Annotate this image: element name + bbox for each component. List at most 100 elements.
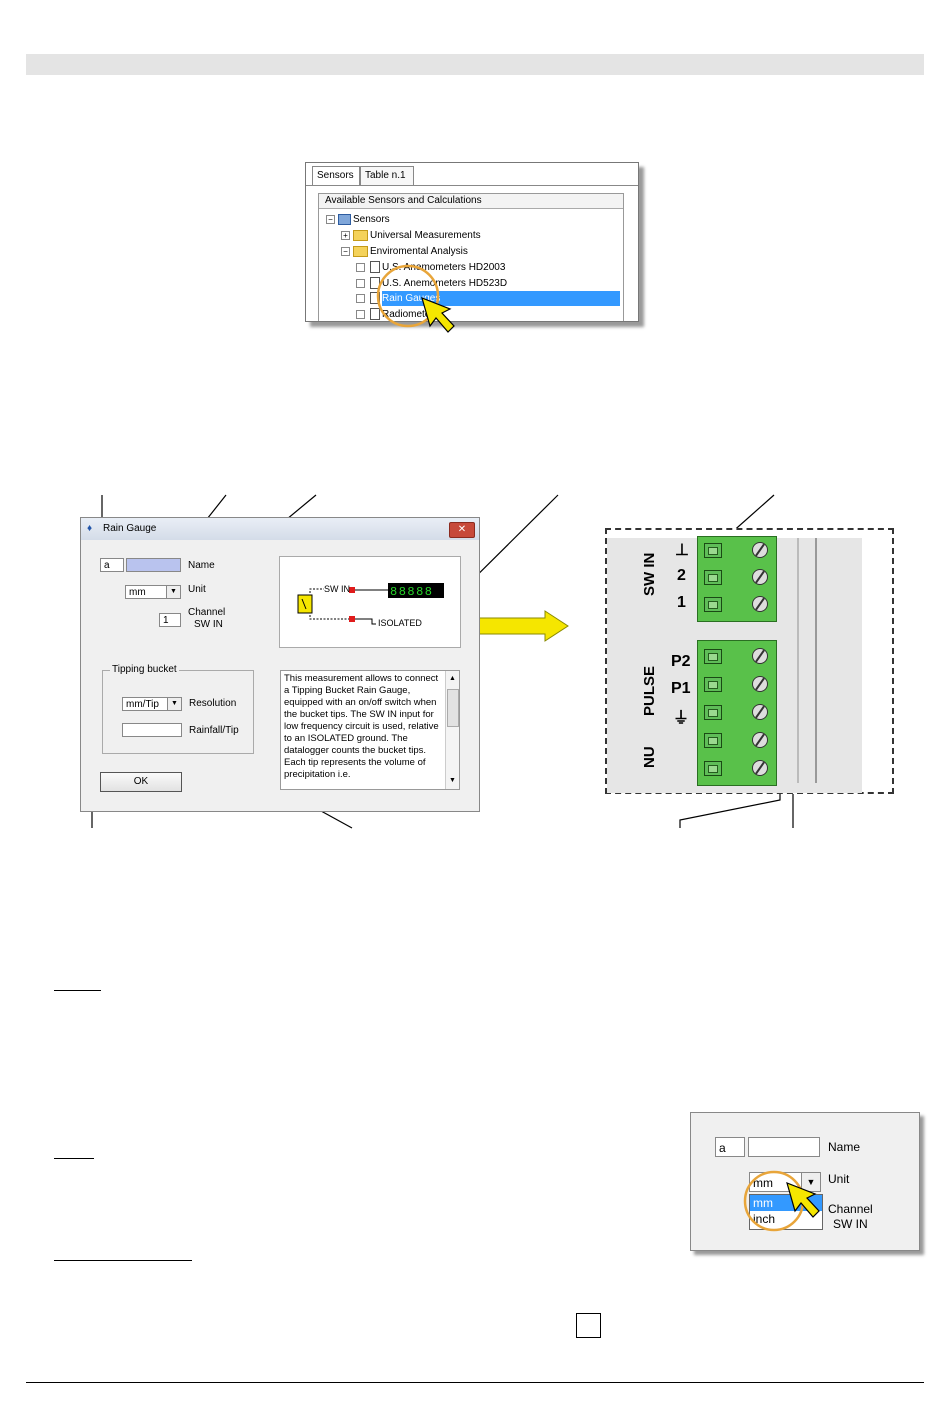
sensors-root-icon xyxy=(338,213,351,225)
expand-icon[interactable]: + xyxy=(341,230,350,240)
scroll-thumb[interactable] xyxy=(447,689,459,727)
resolution-label: Resolution xyxy=(189,698,237,709)
collapse-icon[interactable]: − xyxy=(341,246,350,256)
screw-icon xyxy=(752,760,768,776)
name-prefix-field[interactable]: a xyxy=(100,558,124,572)
raindrop-icon: ♦ xyxy=(87,523,93,534)
tipping-bucket-group: Tipping bucket mm/Tip ▼ Resolution Rainf… xyxy=(102,664,254,754)
rain-gauge-dialog: ♦ Rain Gauge ✕ a Name mm ▼ Unit 1 Channe… xyxy=(80,517,480,812)
chevron-down-icon[interactable]: ▼ xyxy=(166,586,180,598)
tree-item-radiometers[interactable]: Radiometers xyxy=(356,307,439,321)
description-textarea[interactable]: This measurement allows to connect a Tip… xyxy=(280,670,460,790)
tree-item-anemometers-hd2003[interactable]: U.S. Anemometers HD2003 xyxy=(356,260,505,275)
isolated-text: ISOLATED xyxy=(378,618,422,628)
terminal-2-label: 2 xyxy=(677,567,686,584)
terminal-1-label: 1 xyxy=(677,594,686,611)
pulse-ground-label: ⏚ xyxy=(673,710,690,727)
tree-item-rain-gauges[interactable]: Rain Gauges xyxy=(356,291,621,306)
channel-label-line2: SW IN xyxy=(833,1217,868,1231)
description-scrollbar[interactable]: ▲ ▼ xyxy=(445,671,459,789)
tree-item-universal-measurements[interactable]: + Universal Measurements xyxy=(341,228,481,243)
rainfall-per-tip-input[interactable] xyxy=(122,723,182,737)
channel-field[interactable]: 1 xyxy=(159,613,181,627)
unit-select[interactable]: mm ▼ xyxy=(749,1172,821,1192)
tree-item-label: Rain Gauges xyxy=(382,291,620,306)
channel-label-line2: SW IN xyxy=(194,619,223,630)
dialog-titlebar: ♦ Rain Gauge ✕ xyxy=(81,518,479,540)
terminal-2[interactable] xyxy=(704,570,722,585)
terminal-pulse-ground[interactable] xyxy=(704,705,722,720)
pointer-cursor-icon xyxy=(786,1181,820,1218)
resolution-select[interactable]: mm/Tip ▼ xyxy=(122,697,182,711)
option-inch[interactable]: inch xyxy=(753,1212,776,1226)
name-label: Name xyxy=(188,560,215,571)
channel-label-line1: Channel xyxy=(188,607,226,618)
unit-select-value: mm xyxy=(129,587,146,598)
scroll-down-icon[interactable]: ▼ xyxy=(449,777,456,784)
board-divider xyxy=(797,538,799,783)
terminal-nu-1[interactable] xyxy=(704,733,722,748)
unit-dropdown-screenshot: a Name mm ▼ Unit mm inch Channel SW IN xyxy=(690,1112,920,1251)
folder-icon xyxy=(353,245,368,257)
terminal-1[interactable] xyxy=(704,597,722,612)
section-heading-rule xyxy=(54,1260,192,1261)
document-icon xyxy=(370,292,380,305)
terminal-board: SW IN PULSE NU ⊥ 2 1 P2 P1 ⏚ xyxy=(605,528,894,794)
unit-select[interactable]: mm ▼ xyxy=(125,585,181,599)
document-icon xyxy=(370,261,380,274)
terminal-ground[interactable] xyxy=(704,543,722,558)
note-box xyxy=(576,1313,601,1338)
rainfall-per-tip-label: Rainfall/Tip xyxy=(189,725,239,736)
sw-in-node xyxy=(349,587,355,593)
unit-label: Unit xyxy=(828,1172,850,1186)
highlight-overlay xyxy=(743,1170,820,1232)
checkbox[interactable] xyxy=(356,309,365,319)
chevron-down-icon[interactable]: ▼ xyxy=(167,698,181,710)
dialog-title: Rain Gauge xyxy=(103,523,157,534)
sw-in-label: SW IN xyxy=(641,552,658,596)
resolution-select-value: mm/Tip xyxy=(126,699,159,710)
tree-item-sensors[interactable]: −Sensors xyxy=(326,212,390,227)
screw-icon xyxy=(752,542,768,558)
page-footer-rule xyxy=(26,1382,924,1383)
sensor-tree-screenshot: Sensors Table n.1 Available Sensors and … xyxy=(305,162,639,322)
group-title: Available Sensors and Calculations xyxy=(319,194,623,209)
tree-item-enviromental-analysis[interactable]: −Enviromental Analysis xyxy=(341,244,468,259)
ground-terminal-label: ⊥ xyxy=(675,542,689,559)
scroll-up-icon[interactable]: ▲ xyxy=(449,675,456,682)
terminal-p1[interactable] xyxy=(704,677,722,692)
nu-label: NU xyxy=(641,746,658,768)
tree-item-label: Universal Measurements xyxy=(370,230,481,241)
folder-icon xyxy=(353,229,368,241)
tab-sensors[interactable]: Sensors xyxy=(312,166,360,186)
tipping-bucket-title: Tipping bucket xyxy=(110,664,179,675)
description-text: This measurement allows to connect a Tip… xyxy=(284,673,439,780)
tree-item-anemometers-hd523d[interactable]: U.S. Anemometers HD523D xyxy=(356,276,507,291)
highlight-overlay xyxy=(376,264,455,333)
tab-divider xyxy=(306,185,638,186)
name-input[interactable] xyxy=(748,1137,820,1157)
name-input[interactable] xyxy=(126,558,181,572)
digital-display xyxy=(388,583,444,598)
tab-table-1[interactable]: Table n.1 xyxy=(360,166,414,185)
screw-icon xyxy=(752,704,768,720)
screw-icon xyxy=(752,648,768,664)
terminal-p1-label: P1 xyxy=(671,680,691,697)
terminal-nu-2[interactable] xyxy=(704,761,722,776)
collapse-icon[interactable]: − xyxy=(326,214,335,224)
checkbox[interactable] xyxy=(356,293,365,303)
checkbox[interactable] xyxy=(356,278,365,288)
close-button[interactable]: ✕ xyxy=(449,522,475,538)
ok-button[interactable]: OK xyxy=(100,772,182,792)
name-prefix-field[interactable]: a xyxy=(715,1137,745,1157)
checkbox[interactable] xyxy=(356,262,365,272)
wiring-diagram: 88888 SW IN ISOLATED xyxy=(297,583,444,628)
section-heading-rule xyxy=(54,990,101,991)
terminal-p2[interactable] xyxy=(704,649,722,664)
chevron-down-icon[interactable]: ▼ xyxy=(801,1173,820,1191)
pulse-terminal-block xyxy=(697,640,777,786)
highlight-circle xyxy=(376,264,440,328)
unit-label: Unit xyxy=(188,584,206,595)
name-label: Name xyxy=(828,1140,861,1154)
sw-in-terminal-block xyxy=(697,536,777,622)
